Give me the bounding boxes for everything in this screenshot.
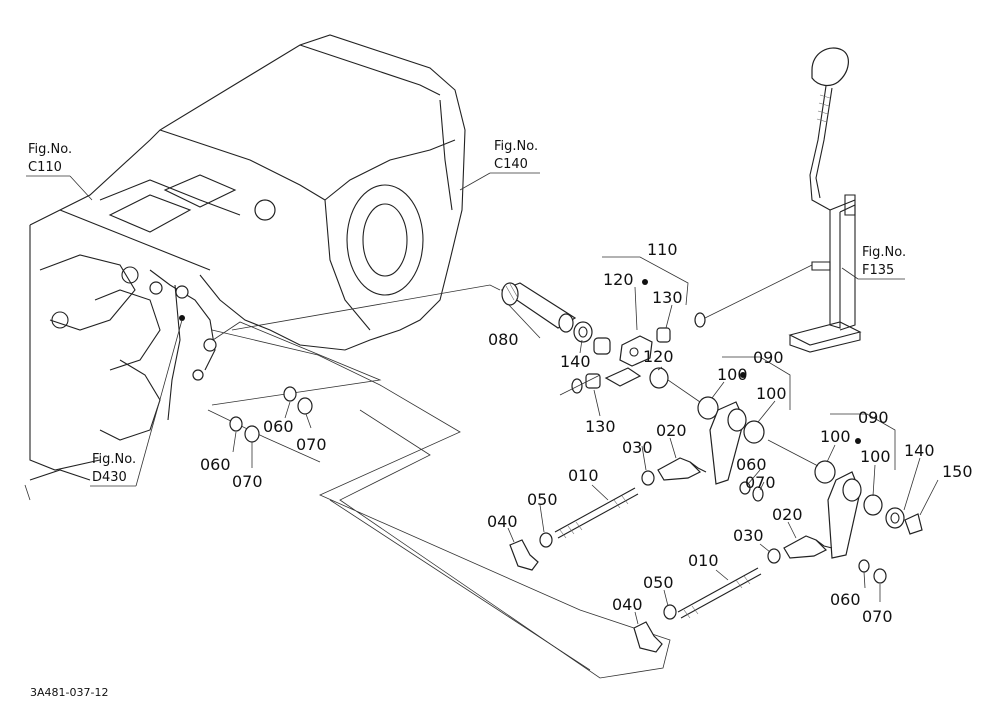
fig-ref-f135: Fig.No. F135 bbox=[841, 245, 906, 280]
label-070c: 070 bbox=[296, 435, 327, 454]
label-030b: 030 bbox=[733, 526, 764, 545]
label-060a: 060 bbox=[736, 455, 767, 474]
svg-text:Fig.No.: Fig.No. bbox=[862, 245, 906, 260]
label-040a: 040 bbox=[487, 512, 518, 531]
label-020b: 020 bbox=[772, 505, 803, 524]
label-140a: 140 bbox=[560, 352, 591, 371]
drawing-code: 3A481-037-12 bbox=[30, 686, 108, 699]
label-120b: 120 bbox=[643, 347, 674, 366]
label-060b: 060 bbox=[830, 590, 861, 609]
label-070d: 070 bbox=[232, 472, 263, 491]
label-100a: 100 bbox=[717, 365, 748, 384]
shaft-080 bbox=[500, 282, 577, 333]
fig-ref-c110: Fig.No. C110 bbox=[26, 142, 93, 201]
label-030a: 030 bbox=[622, 438, 653, 457]
transmission-housing bbox=[24, 34, 466, 501]
label-060c: 060 bbox=[263, 417, 294, 436]
label-060d: 060 bbox=[200, 455, 231, 474]
label-090a: 090 bbox=[753, 348, 784, 367]
svg-text:C110: C110 bbox=[28, 160, 62, 175]
label-100b: 100 bbox=[756, 384, 787, 403]
label-140b: 140 bbox=[904, 441, 935, 460]
pivot-dots bbox=[179, 279, 861, 444]
label-070b: 070 bbox=[862, 607, 893, 626]
label-100c: 100 bbox=[820, 427, 851, 446]
left-nuts bbox=[229, 386, 313, 443]
label-020a: 020 bbox=[656, 421, 687, 440]
shift-lever-assembly bbox=[704, 47, 862, 353]
label-100d: 100 bbox=[860, 447, 891, 466]
bushings-and-washers bbox=[559, 312, 706, 396]
svg-text:Fig.No.: Fig.No. bbox=[92, 452, 136, 467]
svg-text:C140: C140 bbox=[494, 157, 528, 172]
shift-arm-090-upper bbox=[667, 379, 765, 485]
svg-text:F135: F135 bbox=[862, 263, 894, 278]
linkage-rod-upper bbox=[509, 457, 764, 571]
linkage-rod-lower bbox=[633, 535, 887, 653]
fig-ref-d430: Fig.No. D430 bbox=[90, 319, 183, 487]
label-130b: 130 bbox=[585, 417, 616, 436]
leader-lines bbox=[232, 256, 939, 625]
label-110: 110 bbox=[647, 240, 678, 259]
label-050b: 050 bbox=[643, 573, 674, 592]
fig-ref-c140: Fig.No. C140 bbox=[459, 139, 540, 191]
label-010a: 010 bbox=[568, 466, 599, 485]
shift-arm-090-lower bbox=[767, 439, 923, 559]
label-050a: 050 bbox=[527, 490, 558, 509]
label-010b: 010 bbox=[688, 551, 719, 570]
label-040b: 040 bbox=[612, 595, 643, 614]
label-130a: 130 bbox=[652, 288, 683, 307]
svg-text:Fig.No.: Fig.No. bbox=[494, 139, 538, 154]
label-090b: 090 bbox=[858, 408, 889, 427]
part-labels: 110 120 130 080 140 120 090 100 100 130 … bbox=[200, 240, 973, 626]
label-150: 150 bbox=[942, 462, 973, 481]
svg-text:D430: D430 bbox=[92, 470, 127, 485]
label-070a: 070 bbox=[745, 473, 776, 492]
label-080: 080 bbox=[488, 330, 519, 349]
label-120a: 120 bbox=[603, 270, 634, 289]
svg-text:Fig.No.: Fig.No. bbox=[28, 142, 72, 157]
